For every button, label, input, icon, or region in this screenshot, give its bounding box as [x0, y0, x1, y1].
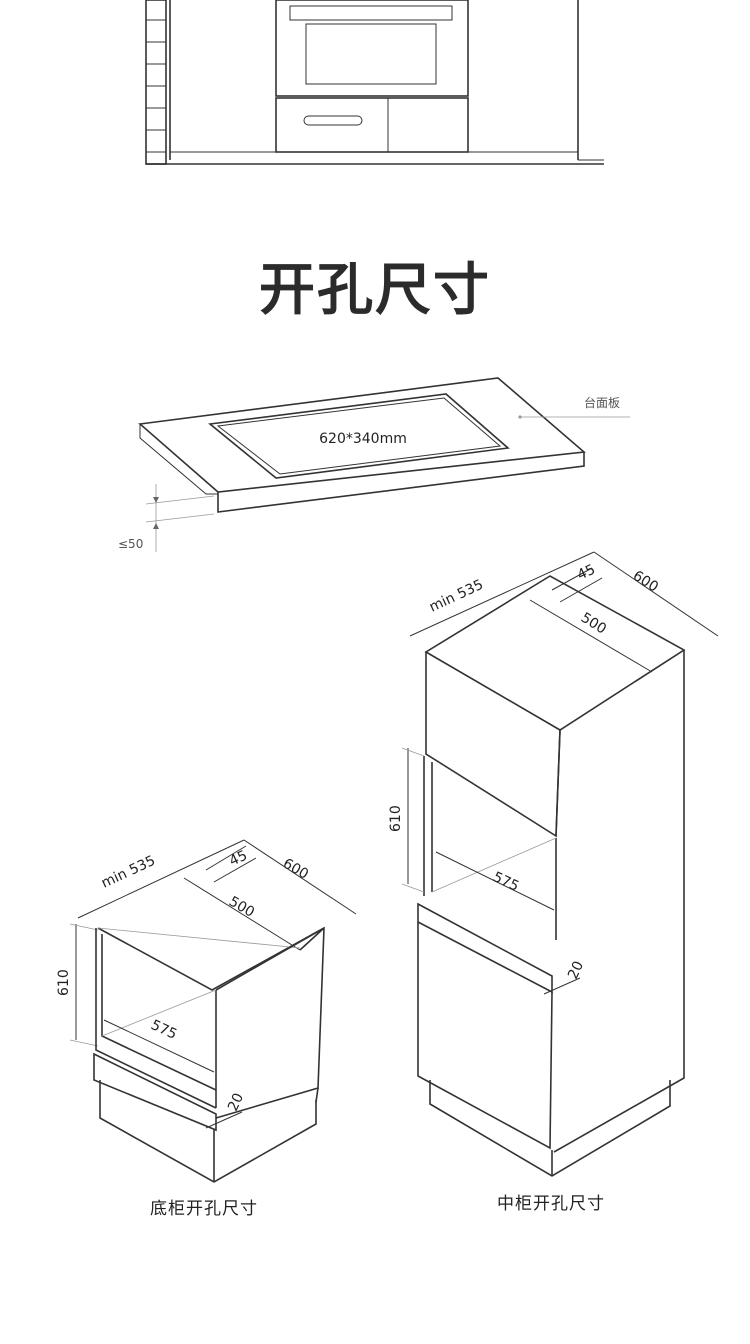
- tall-width-label: 600: [630, 568, 661, 596]
- tall-bottom-label: 20: [565, 959, 587, 982]
- base-bottom-label: 20: [225, 1091, 247, 1114]
- inner-depth-dim-line: [183, 877, 301, 951]
- base-cabinet-caption: 底柜开孔尺寸: [150, 1199, 258, 1219]
- thickness-label: ≤50: [118, 537, 143, 551]
- tall-inner-depth-label: 500: [578, 610, 609, 638]
- countertop-diagram: 620*340mm 台面板 ≤50: [118, 377, 630, 552]
- page-title: 开孔尺寸: [259, 258, 491, 323]
- tall-opening-width-label: 575: [490, 869, 521, 895]
- tall-offset-label: 45: [575, 562, 598, 584]
- width-dim-line: [243, 839, 357, 915]
- base-height-label: 610: [56, 969, 72, 996]
- board-label: 台面板: [584, 395, 620, 410]
- depth-min-dim-line: [77, 839, 245, 919]
- base-offset-label: 45: [227, 848, 250, 870]
- tall-depth-min-label: min 535: [427, 577, 486, 616]
- tall-height-label: 610: [388, 805, 404, 832]
- installed-oven-illustration: [145, 0, 604, 165]
- cutout-size-label: 620*340mm: [319, 431, 407, 447]
- tall-cabinet-caption: 中柜开孔尺寸: [497, 1194, 605, 1214]
